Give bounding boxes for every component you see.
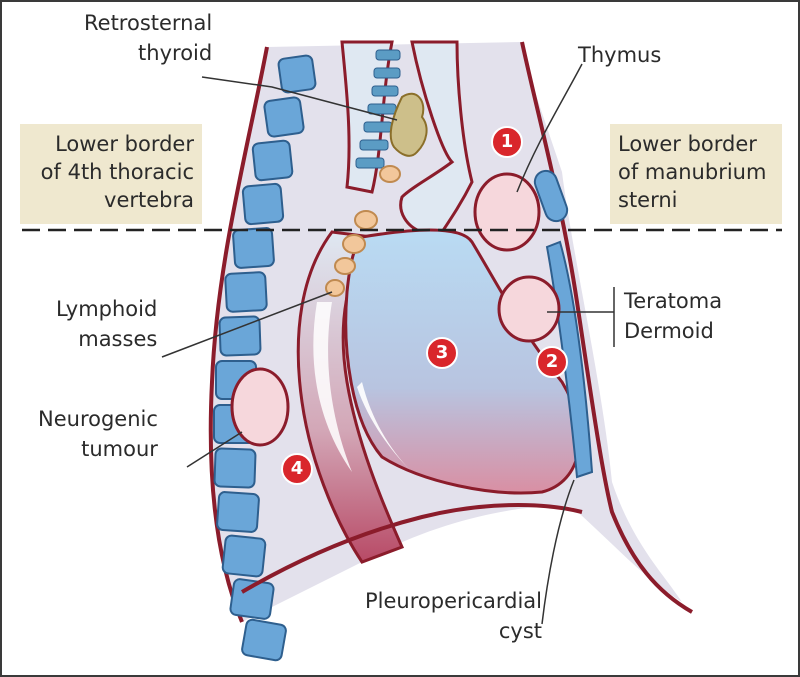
diaphragm — [240, 503, 583, 594]
tracheal-rings — [355, 49, 401, 169]
label-lymphoid-masses: Lymphoid masses — [56, 297, 158, 351]
heart-highlight — [357, 382, 412, 472]
aorta-highlight — [313, 302, 352, 472]
neurogenic-tumour-mass — [230, 367, 290, 447]
marker-1: 1 — [491, 126, 523, 158]
label-neurogenic-tumour: Neurogenic tumour — [38, 407, 158, 461]
label-pleuropericardial-cyst: Pleuropericardial cyst — [364, 589, 542, 643]
marker-2: 2 — [536, 346, 568, 378]
label-lower-border-manubrium: Lower border of manubrium sterni — [610, 124, 782, 224]
label-thymus: Thymus — [578, 43, 662, 67]
trachea — [340, 40, 394, 194]
label-teratoma-dermoid: Teratoma Dermoid — [624, 289, 723, 343]
great-vessels — [399, 40, 474, 234]
manubrium — [533, 169, 569, 223]
anterior-outline — [520, 41, 693, 614]
label-retrosternal-thyroid: Retrosternal thyroid — [84, 11, 213, 65]
leader-lines — [161, 63, 615, 625]
posterior-outline — [208, 46, 269, 623]
retrosternal-thyroid — [389, 92, 428, 157]
marker-4: 4 — [281, 453, 313, 485]
teratoma-mass — [497, 275, 561, 343]
heart — [344, 228, 581, 495]
label-lower-border-t4: Lower border of 4th thoracic vertebra — [20, 124, 202, 224]
marker-3: 3 — [426, 337, 458, 369]
thyroid-node — [379, 165, 401, 183]
thymus-mass — [473, 172, 541, 252]
